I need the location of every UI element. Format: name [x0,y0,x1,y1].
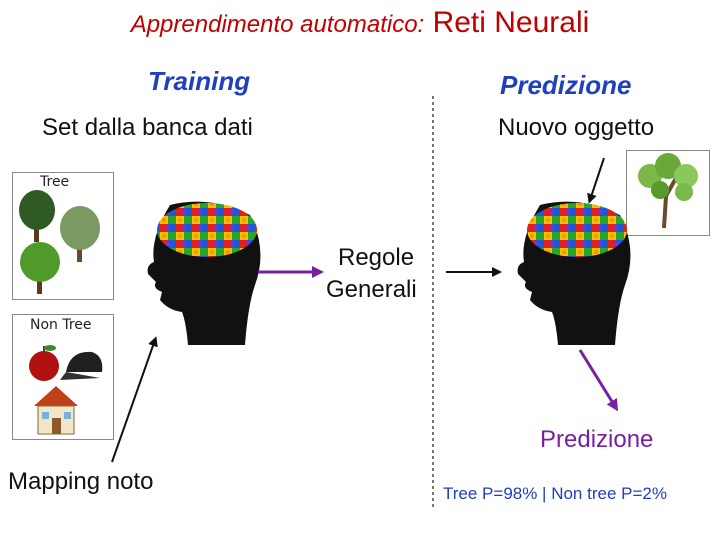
mapping-label: Mapping noto [8,468,154,495]
title-main: Reti Neurali [432,6,590,39]
apple-icon [29,345,59,381]
title-italic: Apprendimento automatico: [130,11,425,38]
mapping-arrow [111,336,158,463]
prediction-heading: Predizione [500,70,632,100]
house-icon [34,386,78,435]
tree-icon [19,190,100,294]
new-object-tree-icon [638,153,698,229]
training-brain-icon [157,203,257,257]
slide-title: Apprendimento automatico: Reti Neurali [0,6,720,40]
rules-line-1: Regole [338,244,415,271]
dataset-label: Set dalla banca dati [42,114,253,141]
non-tree-panel-label: Non Tree [30,317,92,333]
prediction-output-arrow [578,349,619,412]
tree-panel-label: Tree [40,174,70,190]
prediction-head-icon [517,201,631,345]
prediction-label: Predizione [540,426,654,453]
cap-icon [60,351,103,380]
rules-line-2: Generali [326,276,417,303]
training-heading: Training [148,66,251,96]
prediction-brain-icon [527,203,627,257]
new-object-label: Nuovo oggetto [498,114,655,141]
training-head-icon [147,201,261,345]
result-text: Tree P=98% | Non tree P=2% [443,484,667,503]
new-object-arrow [587,157,605,204]
